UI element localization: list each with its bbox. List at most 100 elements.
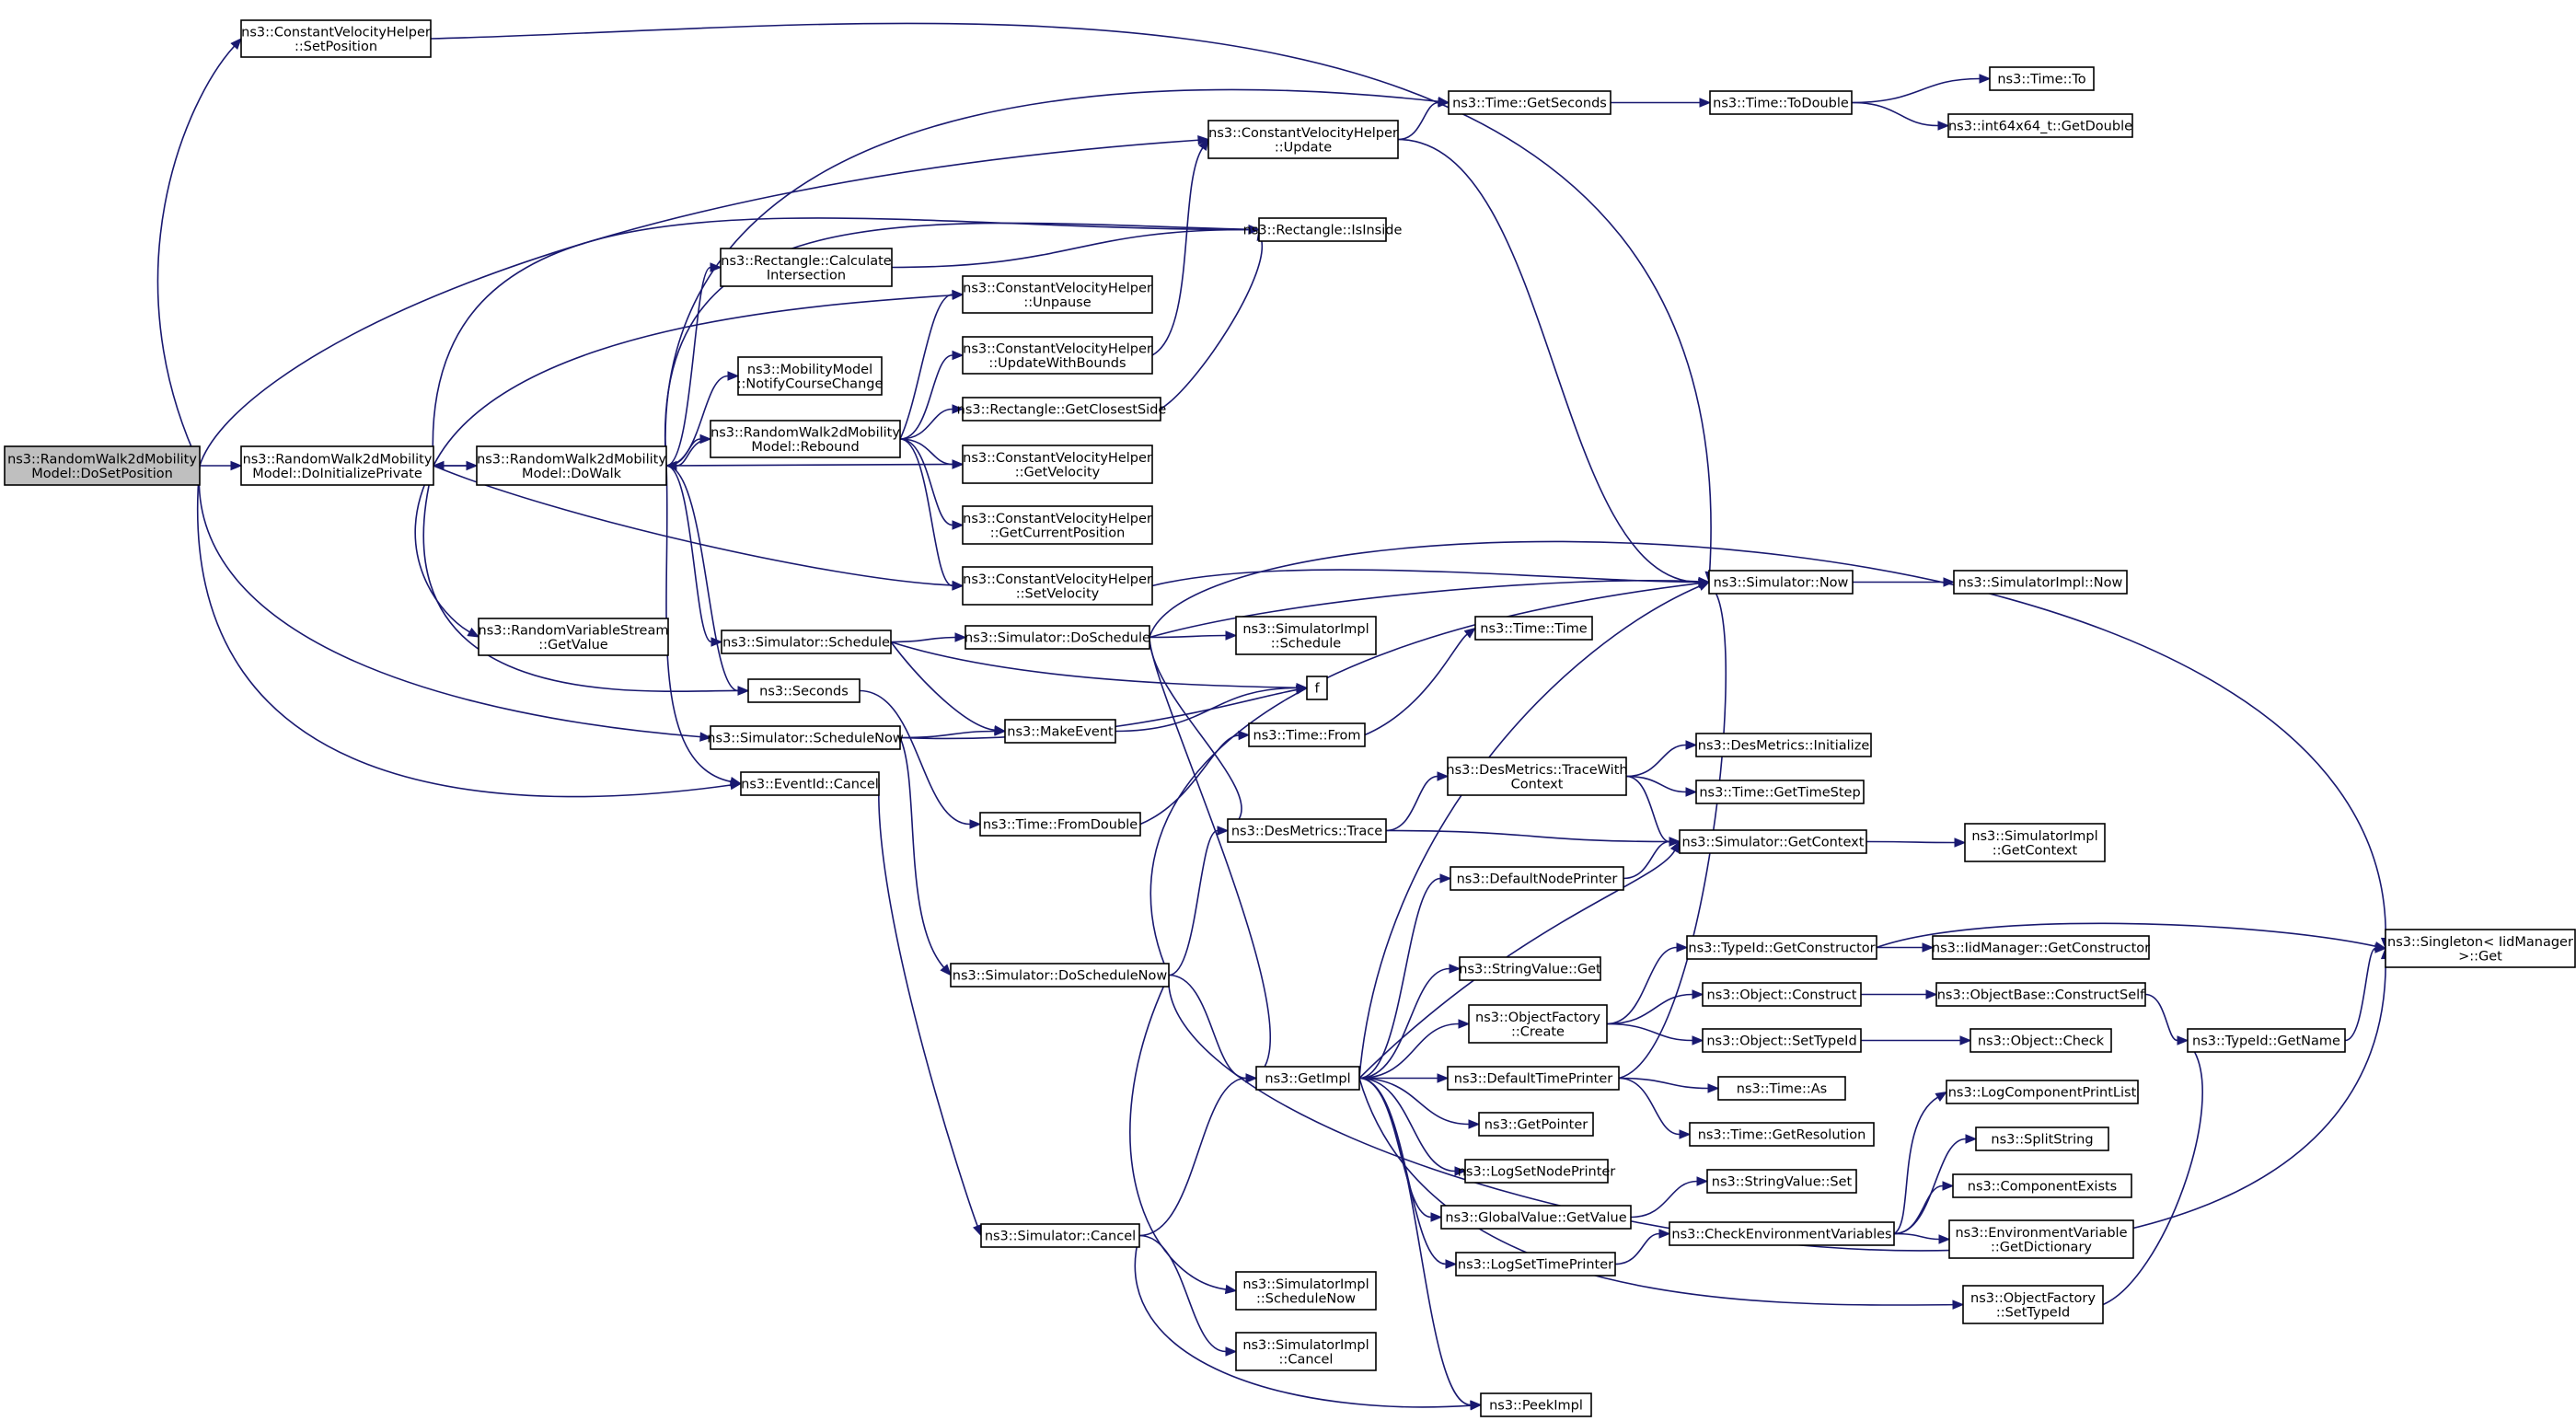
- node-defaultnodeprinter[interactable]: ns3::DefaultNodePrinter: [1450, 866, 1624, 891]
- node-label: Model::DoWalk: [522, 467, 622, 481]
- node-sim-getcontext[interactable]: ns3::Simulator::GetContext: [1679, 829, 1867, 854]
- node-rect-getclosestside[interactable]: ns3::Rectangle::GetClosestSide: [957, 397, 1167, 422]
- edge-line: [665, 465, 712, 643]
- node-mm-notifycoursechange[interactable]: ns3::MobilityModel::NotifyCourseChange: [737, 356, 884, 396]
- node-typeid-getconstructor[interactable]: ns3::TypeId::GetConstructor: [1686, 935, 1877, 960]
- edge-rw-rebound-to-cvh-getcurrentposition: [899, 438, 965, 530]
- node-rw-dosetposition[interactable]: ns3::RandomWalk2dMobilityModel::DoSetPos…: [4, 445, 201, 486]
- node-time-from[interactable]: ns3::Time::From: [1248, 722, 1366, 747]
- node-stringvalue-set[interactable]: ns3::StringValue::Set: [1706, 1169, 1857, 1194]
- edge-desmetrics-tracewithcontext-to-time-gettimestep: [1625, 775, 1698, 797]
- node-sim-now[interactable]: ns3::Simulator::Now: [1708, 570, 1854, 595]
- edge-getimpl-to-stringvalue-get: [1358, 964, 1461, 1080]
- node-object-settypeid[interactable]: ns3::Object::SetTypeId: [1702, 1028, 1862, 1053]
- edge-line: [891, 228, 1250, 269]
- edge-object-construct-to-objectbase-constructself: [1861, 989, 1938, 999]
- edge-line: [665, 266, 711, 467]
- node-stringvalue-get[interactable]: ns3::StringValue::Get: [1459, 956, 1601, 981]
- node-time-getseconds[interactable]: ns3::Time::GetSeconds: [1448, 90, 1611, 115]
- node-eventid-cancel[interactable]: ns3::EventId::Cancel: [740, 771, 880, 796]
- node-sim-doschedule[interactable]: ns3::Simulator::DoSchedule: [965, 625, 1150, 650]
- node-box: [1478, 1112, 1594, 1137]
- edge-line: [1149, 637, 1272, 1071]
- node-time-getresolution[interactable]: ns3::Time::GetResolution: [1689, 1122, 1875, 1147]
- node-label: ns3::ConstantVelocityHelper: [1208, 126, 1398, 141]
- node-componentexists[interactable]: ns3::ComponentExists: [1952, 1173, 2132, 1198]
- node-box: [721, 630, 892, 654]
- node-simimpl-getcontext[interactable]: ns3::SimulatorImpl::GetContext: [1964, 823, 2106, 862]
- node-time-gettimestep[interactable]: ns3::Time::GetTimeStep: [1695, 780, 1865, 804]
- node-cvh-setvelocity[interactable]: ns3::ConstantVelocityHelper::SetVelocity: [962, 566, 1153, 606]
- node-time-to[interactable]: ns3::Time::To: [1989, 66, 2095, 91]
- node-simimpl-now[interactable]: ns3::SimulatorImpl::Now: [1953, 570, 2128, 595]
- node-objectbase-constructself[interactable]: ns3::ObjectBase::ConstructSelf: [1935, 982, 2146, 1007]
- node-cvh-getcurrentposition[interactable]: ns3::ConstantVelocityHelper::GetCurrentP…: [962, 505, 1153, 545]
- edge-time-from-to-time-time: [1364, 627, 1477, 736]
- node-rw-doinitializeprivate[interactable]: ns3::RandomWalk2dMobilityModel::DoInitia…: [240, 445, 434, 486]
- node-objectfactory-create[interactable]: ns3::ObjectFactory::Create: [1468, 1004, 1608, 1044]
- edge-sim-doschedulenow-to-desmetrics-trace: [1168, 826, 1230, 976]
- node-cvh-getvelocity[interactable]: ns3::ConstantVelocityHelper::GetVelocity: [962, 445, 1153, 484]
- node-cvh-unpause[interactable]: ns3::ConstantVelocityHelper::Unpause: [962, 275, 1153, 314]
- arrowhead: [467, 627, 480, 638]
- node-time-time[interactable]: ns3::Time::Time: [1474, 616, 1593, 641]
- node-f[interactable]: f: [1306, 676, 1328, 700]
- edge-sim-schedulenow-to-sim-doschedulenow: [899, 737, 952, 976]
- node-label: ns3::Time::Time: [1480, 622, 1588, 637]
- node-rv-getvalue[interactable]: ns3::RandomVariableStream::GetValue: [478, 618, 669, 656]
- node-object-construct[interactable]: ns3::Object::Construct: [1702, 982, 1862, 1007]
- node-sim-schedule[interactable]: ns3::Simulator::Schedule: [721, 630, 892, 654]
- node-envvar-getdictionary[interactable]: ns3::EnvironmentVariable::GetDictionary: [1948, 1219, 2134, 1259]
- node-defaulttimeprinter[interactable]: ns3::DefaultTimePrinter: [1447, 1066, 1620, 1091]
- node-logsettimeprinter[interactable]: ns3::LogSetTimePrinter: [1455, 1252, 1616, 1277]
- node-peekimpl[interactable]: ns3::PeekImpl: [1480, 1392, 1592, 1417]
- node-box: [1717, 1076, 1846, 1101]
- node-singleton-get[interactable]: ns3::Singleton< IidManager >::Get: [2385, 929, 2576, 968]
- edge-line: [1168, 974, 1247, 1080]
- edge-line: [1358, 1077, 1456, 1173]
- node-time-as[interactable]: ns3::Time::As: [1717, 1076, 1846, 1101]
- node-label: ns3::RandomWalk2dMobility: [243, 452, 433, 467]
- edge-sim-schedule-to-sim-doschedule: [890, 632, 967, 643]
- node-label: ns3::EventId::Cancel: [741, 778, 879, 792]
- node-makeevent[interactable]: ns3::MakeEvent: [1004, 719, 1116, 744]
- edge-sim-doschedule-to-desmetrics-trace: [1149, 637, 1242, 832]
- node-checkenvvars[interactable]: ns3::CheckEnvironmentVariables: [1669, 1221, 1895, 1246]
- node-objectfactory-settypeid[interactable]: ns3::ObjectFactory::SetTypeId: [1962, 1285, 2104, 1324]
- node-object-check[interactable]: ns3::Object::Check: [1970, 1028, 2112, 1053]
- node-simimpl-schedulenow[interactable]: ns3::SimulatorImpl::ScheduleNow: [1235, 1271, 1377, 1311]
- node-cvh-setposition[interactable]: ns3::ConstantVelocityHelper::SetPosition: [240, 19, 432, 58]
- edge-line: [1358, 1078, 1954, 1306]
- node-time-todouble[interactable]: ns3::Time::ToDouble: [1709, 90, 1853, 115]
- node-sim-schedulenow[interactable]: ns3::Simulator::ScheduleNow: [707, 725, 904, 750]
- node-cvh-updatewithbounds[interactable]: ns3::ConstantVelocityHelper::UpdateWithB…: [962, 336, 1153, 375]
- node-iidmanager-getconstructor[interactable]: ns3::IidManager::GetConstructor: [1932, 935, 2150, 960]
- node-typeid-getname[interactable]: ns3::TypeId::GetName: [2187, 1028, 2346, 1053]
- node-int64x64-getdouble[interactable]: ns3::int64x64_t::GetDouble: [1947, 113, 2133, 138]
- node-logcomponentprintlist[interactable]: ns3::LogComponentPrintList: [1946, 1080, 2139, 1104]
- node-simimpl-cancel[interactable]: ns3::SimulatorImpl::Cancel: [1235, 1332, 1377, 1371]
- node-label: ns3::GetPointer: [1484, 1118, 1588, 1133]
- node-globalvalue-getvalue[interactable]: ns3::GlobalValue::GetValue: [1440, 1205, 1632, 1230]
- node-box: [962, 397, 1161, 422]
- node-time-fromdouble[interactable]: ns3::Time::FromDouble: [979, 812, 1141, 837]
- node-simimpl-schedule[interactable]: ns3::SimulatorImpl::Schedule: [1235, 616, 1377, 655]
- edge-line: [899, 354, 953, 440]
- node-cvh-update[interactable]: ns3::ConstantVelocityHelper::Update: [1207, 120, 1399, 159]
- node-logsetnodeprinter[interactable]: ns3::LogSetNodePrinter: [1458, 1159, 1616, 1184]
- node-seconds[interactable]: ns3::Seconds: [747, 678, 861, 703]
- node-getimpl[interactable]: ns3::GetImpl: [1255, 1066, 1360, 1091]
- node-desmetrics-trace[interactable]: ns3::DesMetrics::Trace: [1227, 818, 1387, 843]
- node-getpointer[interactable]: ns3::GetPointer: [1478, 1112, 1594, 1137]
- node-desmetrics-initialize[interactable]: ns3::DesMetrics::Initialize: [1695, 733, 1872, 757]
- node-sim-cancel[interactable]: ns3::Simulator::Cancel: [980, 1223, 1140, 1248]
- node-rect-isinside[interactable]: ns3::Rectangle::IsInside: [1243, 217, 1403, 242]
- node-sim-doschedulenow[interactable]: ns3::Simulator::DoScheduleNow: [950, 963, 1170, 988]
- node-splitstring[interactable]: ns3::SplitString: [1975, 1126, 2109, 1151]
- edge-line: [1893, 1232, 1940, 1241]
- edge-line: [1364, 633, 1468, 736]
